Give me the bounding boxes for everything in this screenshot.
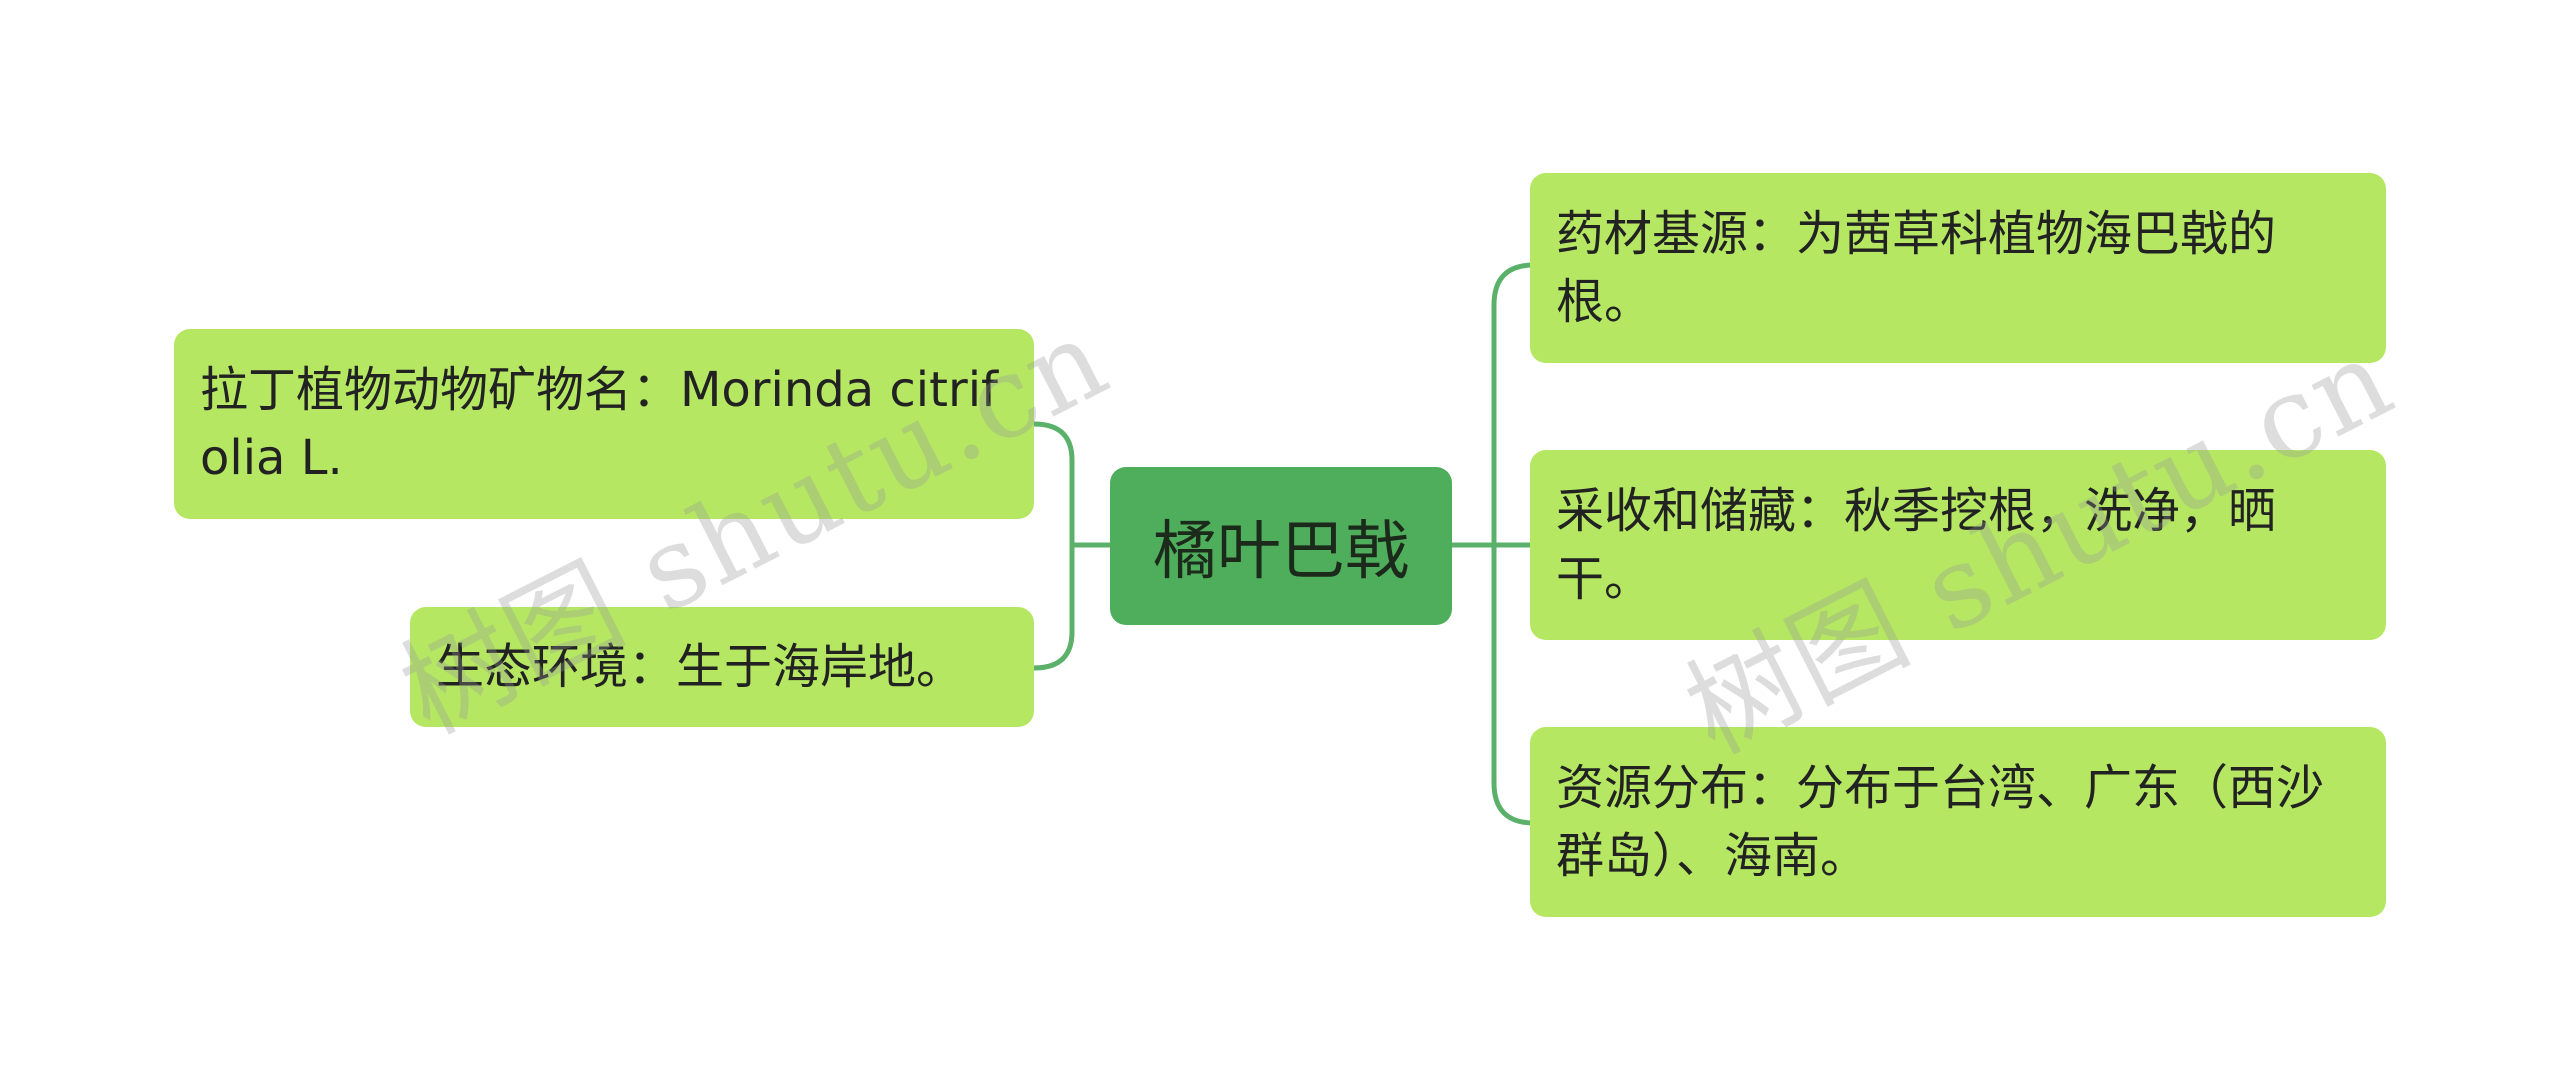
branch-node-distribution[interactable]: 资源分布：分布于台湾、广东（西沙群岛）、海南。 (1530, 727, 2386, 917)
root-node-label: 橘叶巴戟 (1153, 515, 1409, 589)
branch-node-label: 生态环境：生于海岸地。 (436, 639, 965, 695)
connector-left-trunk (1033, 421, 1075, 671)
root-node[interactable]: 橘叶巴戟 (1110, 467, 1452, 625)
branch-node-source[interactable]: 药材基源：为茜草科植物海巴戟的根。 (1530, 173, 2386, 363)
branch-node-label: 拉丁植物动物矿物名：Morinda citrifolia L. (200, 362, 998, 486)
branch-node-label: 资源分布：分布于台湾、广东（西沙群岛）、海南。 (1556, 760, 2325, 884)
branch-node-label: 采收和储藏：秋季挖根，洗净，晒干。 (1556, 483, 2277, 607)
branch-node-label: 药材基源：为茜草科植物海巴戟的根。 (1556, 206, 2277, 330)
branch-node-harvest[interactable]: 采收和储藏：秋季挖根，洗净，晒干。 (1530, 450, 2386, 640)
branch-node-latin-name[interactable]: 拉丁植物动物矿物名：Morinda citrifolia L. (174, 329, 1034, 519)
branch-node-habitat[interactable]: 生态环境：生于海岸地。 (410, 607, 1034, 727)
